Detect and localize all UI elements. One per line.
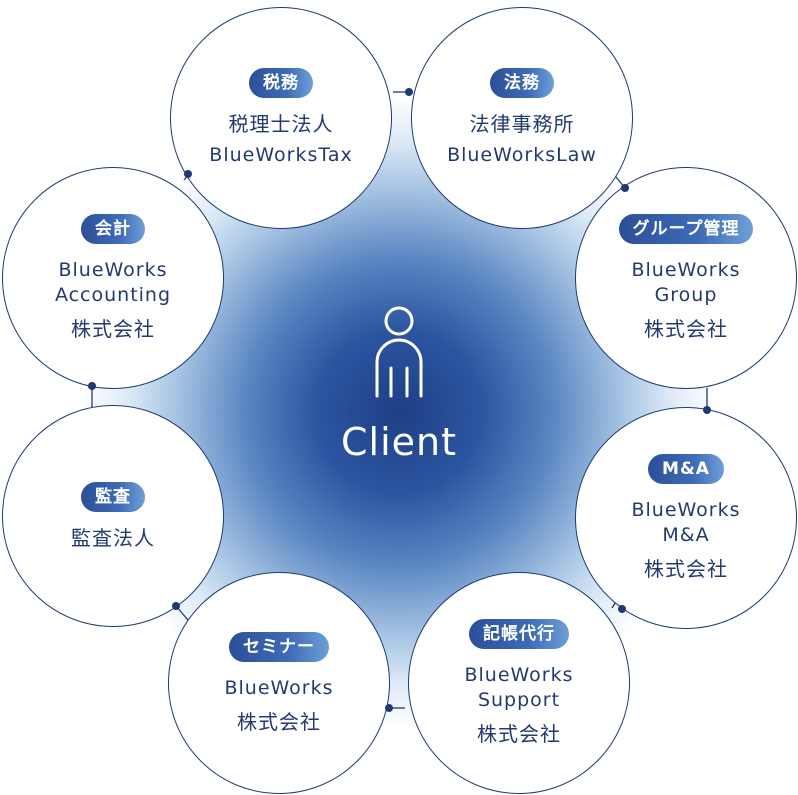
node-accounting: 会計 BlueWorks Accounting 株式会社 [2, 167, 224, 389]
badge-accounting: 会計 [81, 214, 145, 244]
client-label: Client [340, 420, 457, 464]
connector-dot [405, 88, 413, 96]
node-accounting-line-1: BlueWorks [58, 259, 168, 281]
node-group: グループ管理 BlueWorks Group 株式会社 [575, 167, 797, 389]
connector-dot [172, 602, 180, 610]
badge-ma: M&A [648, 454, 724, 484]
node-group-line-2: Group [654, 284, 718, 306]
node-seminar-line-2: 株式会社 [237, 709, 321, 734]
node-seminar: セミナー BlueWorks 株式会社 [168, 572, 390, 794]
badge-audit: 監査 [81, 481, 145, 512]
node-tax-line-2: BlueWorksTax [209, 144, 353, 166]
node-group-line-3: 株式会社 [644, 317, 728, 341]
node-accounting-line-2: Accounting [54, 284, 172, 306]
node-support-line-2: Support [477, 689, 561, 711]
node-group-line-1: BlueWorks [631, 259, 741, 281]
badge-tax: 税務 [249, 68, 313, 98]
person-outline-icon [375, 306, 423, 398]
connector-dot [618, 605, 626, 613]
node-accounting-line-3: 株式会社 [71, 317, 155, 341]
connector-dot [184, 170, 192, 178]
node-support: 記帳代行 BlueWorks Support 株式会社 [408, 572, 630, 794]
node-law-line-1: 法律事務所 [469, 112, 575, 136]
connector-dot [703, 406, 711, 414]
node-ma-line-2: M&A [662, 524, 710, 546]
badge-seminar: セミナー [229, 631, 329, 662]
node-ma: M&A BlueWorks M&A 株式会社 [575, 407, 797, 629]
node-ma-line-1: BlueWorks [631, 499, 741, 521]
node-ma-line-3: 株式会社 [644, 557, 728, 581]
node-tax-line-1: 税理士法人 [228, 112, 334, 136]
badge-law: 法務 [490, 68, 554, 98]
node-audit: 監査 監査法人 [2, 405, 224, 627]
node-support-line-3: 株式会社 [477, 722, 561, 746]
node-law-line-2: BlueWorksLaw [447, 144, 597, 166]
badge-group: グループ管理 [618, 214, 754, 244]
connector-dot [88, 382, 96, 390]
node-audit-line-1: 監査法人 [71, 525, 155, 550]
badge-support: 記帳代行 [469, 619, 569, 649]
node-law: 法務 法律事務所 BlueWorksLaw [411, 7, 633, 229]
connector-dot [385, 704, 393, 712]
connector-dot [621, 184, 629, 192]
node-seminar-line-1: BlueWorks [224, 676, 334, 699]
client-center: Client [299, 300, 499, 480]
node-tax: 税務 税理士法人 BlueWorksTax [170, 7, 392, 229]
node-support-line-1: BlueWorks [464, 664, 574, 686]
